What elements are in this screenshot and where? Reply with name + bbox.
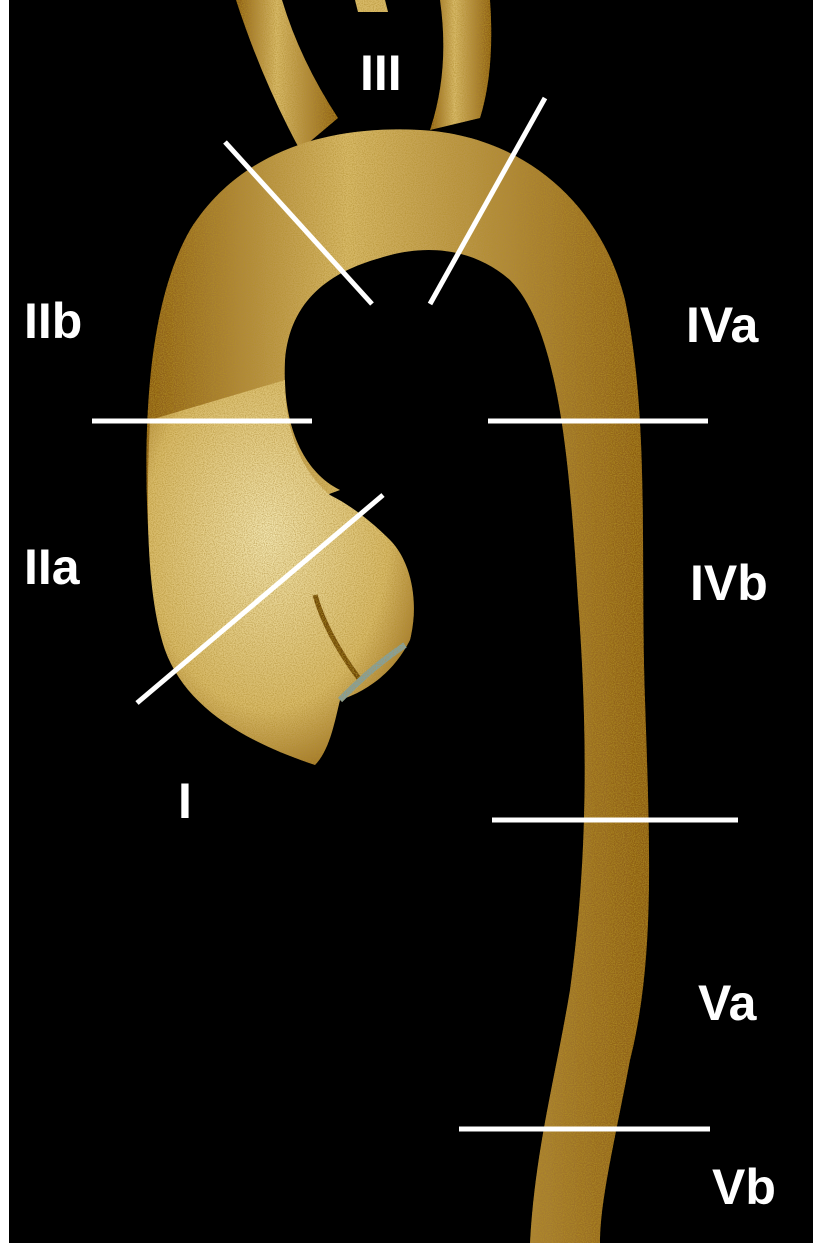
label-I: I <box>178 776 192 826</box>
label-IIa: IIa <box>24 542 80 592</box>
label-III: III <box>360 48 402 98</box>
aortic-root <box>148 380 414 765</box>
small-branch-vessel <box>355 0 388 12</box>
left-branch-vessel <box>236 0 338 150</box>
label-IVa: IVa <box>686 300 758 350</box>
label-IIb: IIb <box>24 296 82 346</box>
label-Va: Va <box>698 978 756 1028</box>
aorta-vessel <box>146 0 649 1243</box>
label-Vb: Vb <box>712 1162 776 1212</box>
right-branch-vessel <box>430 0 491 130</box>
label-IVb: IVb <box>690 558 768 608</box>
